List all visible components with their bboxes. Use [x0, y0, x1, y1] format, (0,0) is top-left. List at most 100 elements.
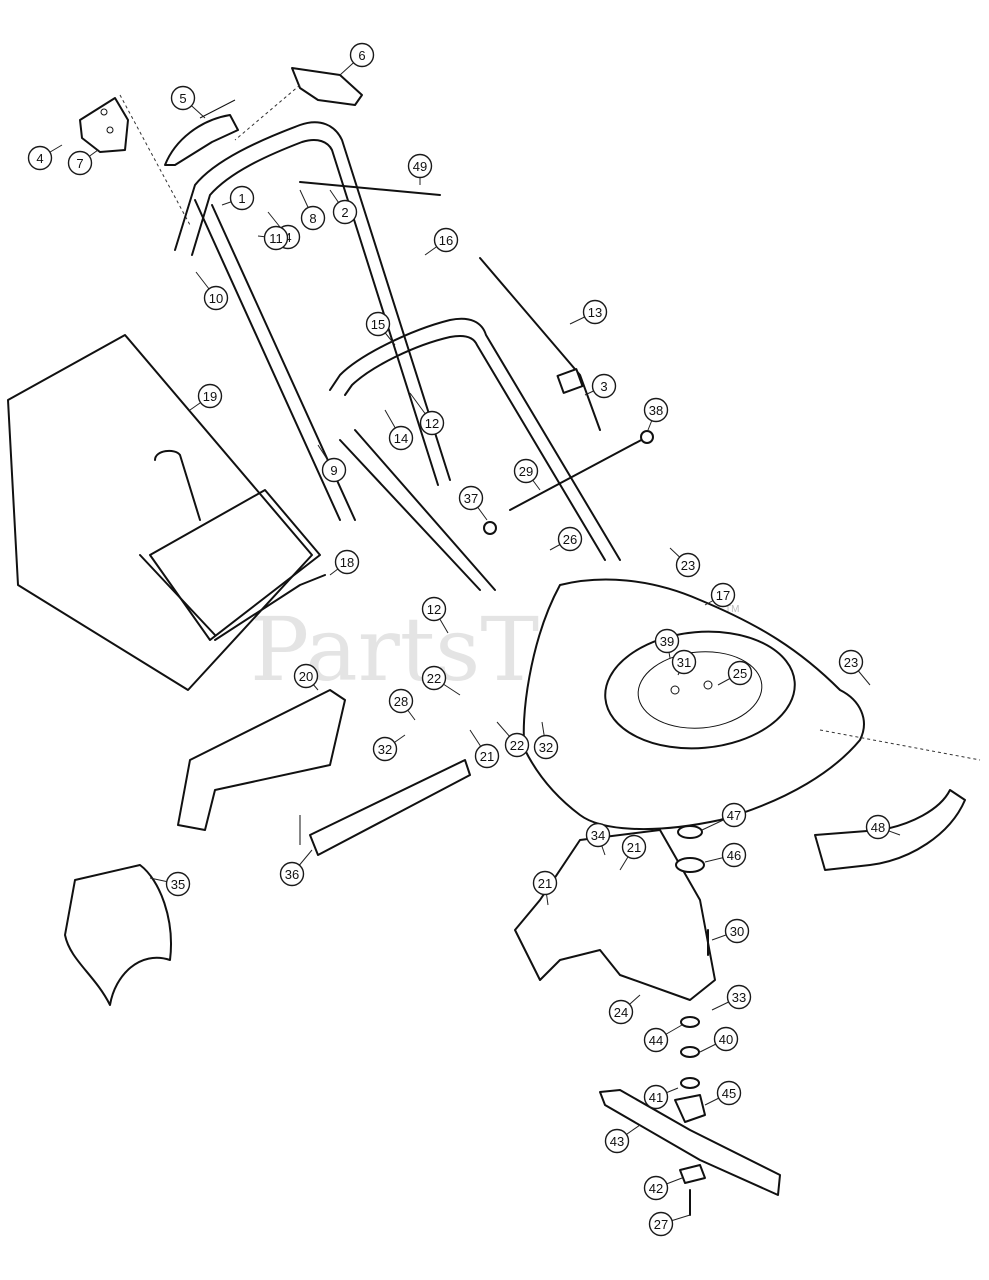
- part-41: [680, 1077, 700, 1089]
- callout-bubble: [604, 1128, 630, 1154]
- callout-c10: 10: [195, 271, 229, 311]
- callout-bubble: [421, 665, 447, 691]
- callout-c45: 45: [704, 1080, 742, 1106]
- callout-bubble: [727, 660, 753, 686]
- callout-number: 46: [727, 848, 741, 863]
- callout-number: 12: [427, 602, 441, 617]
- callout-number: 44: [649, 1033, 663, 1048]
- callout-c23b: 23: [838, 649, 871, 686]
- callout-c15: 15: [365, 311, 396, 346]
- callout-number: 31: [677, 655, 691, 670]
- callout-c21c: 21: [532, 870, 558, 906]
- callout-number: 28: [394, 694, 408, 709]
- callout-c39: 39: [654, 628, 680, 659]
- part-44: [680, 1016, 700, 1028]
- callout-number: 36: [285, 867, 299, 882]
- callout-bubble: [585, 822, 611, 848]
- callout-bubble: [721, 802, 747, 828]
- callout-bubble: [334, 549, 360, 575]
- callout-number: 47: [727, 808, 741, 823]
- callout-number: 14: [394, 431, 408, 446]
- callout-number: 22: [427, 671, 441, 686]
- callout-c24: 24: [608, 994, 641, 1025]
- callout-bubble: [27, 145, 53, 171]
- callout-bubble: [591, 373, 617, 399]
- callout-bubble: [726, 984, 752, 1010]
- callout-bubble: [365, 311, 391, 337]
- callout-c49: 49: [407, 153, 433, 185]
- callout-c3: 3: [584, 373, 617, 399]
- part-35: [64, 864, 172, 1006]
- callout-bubble: [513, 458, 539, 484]
- callout-bubble: [293, 663, 319, 689]
- callout-bubble: [675, 552, 701, 578]
- part-lower-handle: [329, 317, 621, 591]
- callout-bubble: [621, 834, 647, 860]
- callout-bubble: [865, 814, 891, 840]
- callout-c29: 29: [513, 458, 541, 491]
- callout-number: 9: [330, 463, 337, 478]
- callout-bubble: [67, 150, 93, 176]
- callout-c41: 41: [643, 1084, 679, 1110]
- watermark-trademark: TM: [725, 604, 739, 615]
- callout-c44: 44: [643, 1024, 683, 1053]
- callout-number: 22: [510, 738, 524, 753]
- callout-c22a: 22: [421, 665, 461, 696]
- callout-bubble: [372, 736, 398, 762]
- callout-bubble: [421, 596, 447, 622]
- callout-bubble: [321, 457, 347, 483]
- callout-bubble: [388, 688, 414, 714]
- callout-c1: 1: [221, 185, 255, 211]
- part-upper-handle: [174, 121, 451, 521]
- callout-number: 16: [439, 233, 453, 248]
- callout-bubble: [433, 227, 459, 253]
- callout-number: 23: [844, 655, 858, 670]
- callout-bubble: [474, 743, 500, 769]
- callout-bubble: [388, 425, 414, 451]
- part-cable-13: [479, 257, 601, 431]
- part-cable-49: [299, 181, 441, 196]
- callout-c8: 8: [299, 189, 326, 231]
- callout-c37: 37: [458, 485, 488, 521]
- callout-number: 26: [563, 532, 577, 547]
- callout-bubble: [263, 225, 289, 251]
- callout-number: 6: [358, 48, 365, 63]
- callout-bubble: [300, 205, 326, 231]
- callout-number: 43: [610, 1134, 624, 1149]
- callout-number: 25: [733, 666, 747, 681]
- callout-bubble: [504, 732, 530, 758]
- callout-number: 49: [413, 159, 427, 174]
- callout-bubble: [532, 870, 558, 896]
- callout-number: 23: [681, 558, 695, 573]
- part-36: [299, 759, 471, 856]
- part-20: [177, 689, 346, 831]
- callout-bubble: [724, 918, 750, 944]
- part-47: [677, 825, 703, 839]
- callout-c17: 17: [704, 582, 736, 608]
- callout-number: 34: [591, 828, 605, 843]
- callout-number: 11: [269, 231, 283, 246]
- callout-number: 7: [76, 156, 83, 171]
- part-3: [556, 368, 584, 394]
- callout-c11: 11: [257, 225, 289, 251]
- callout-number: 5: [179, 91, 186, 106]
- callout-number: 32: [378, 742, 392, 757]
- part-48: [814, 789, 966, 871]
- callout-number: 20: [299, 669, 313, 684]
- part-handle-bracket-left: [79, 97, 129, 153]
- callout-c27: 27: [648, 1211, 691, 1237]
- callout-c38: 38: [643, 397, 669, 431]
- callout-c5: 5: [170, 85, 206, 119]
- part-45: [674, 1094, 706, 1123]
- part-rod-29: [509, 437, 646, 511]
- callout-c46: 46: [704, 842, 747, 868]
- callout-c9: 9: [317, 444, 347, 483]
- callout-c18: 18: [329, 549, 360, 576]
- callout-bubble: [279, 861, 305, 887]
- callout-number: 41: [649, 1090, 663, 1105]
- callout-bubble: [533, 734, 559, 760]
- callout-bubble: [419, 410, 445, 436]
- callout-c33: 33: [711, 984, 752, 1011]
- callout-number: 30: [730, 924, 744, 939]
- part-38: [640, 430, 654, 444]
